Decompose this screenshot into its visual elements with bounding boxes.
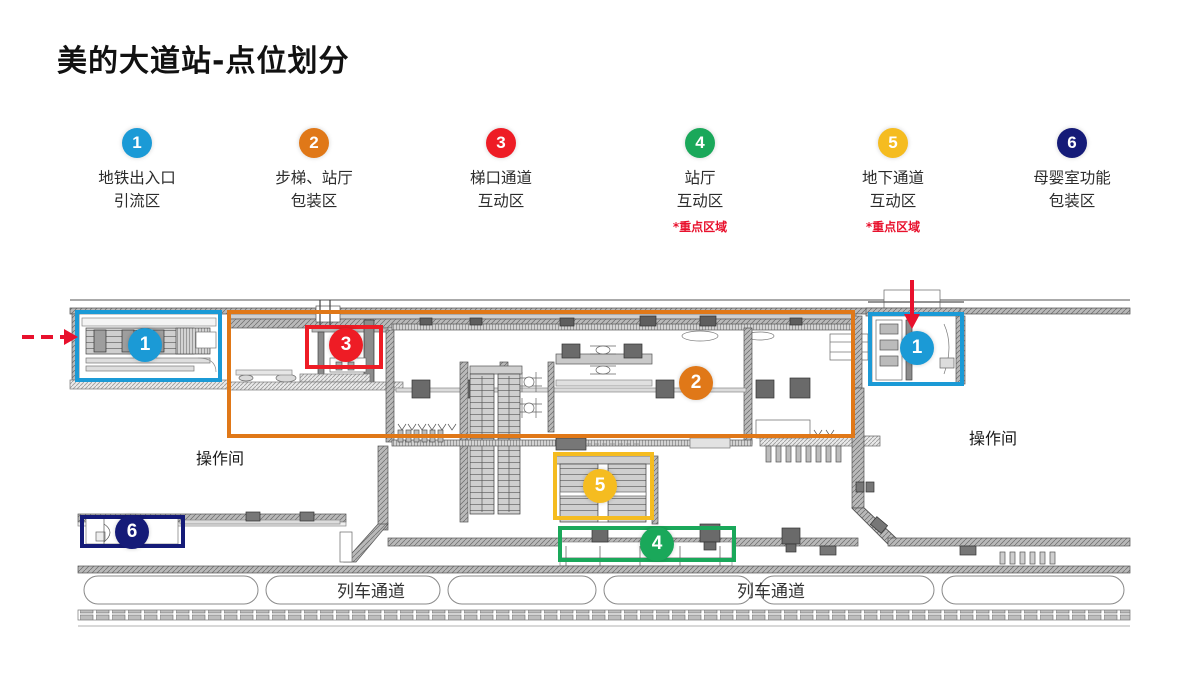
legend-label-4: 站厅 互动区 (676, 169, 724, 211)
legend-item-3: 3 梯口通道 互动区 (411, 128, 591, 218)
legend-label-6: 母婴室功能 包装区 (1033, 169, 1111, 211)
legend-badge-4: 4 (685, 128, 715, 158)
legend-item-2: 2 步梯、站厅 包装区 (224, 128, 404, 218)
region-box-stair-concourse[interactable] (227, 310, 855, 438)
legend: 1 地铁出入口 引流区 2 步梯、站厅 包装区 3 梯口通道 互动区 4 站厅 … (0, 128, 1200, 248)
legend-note-5: *重点区域 (865, 219, 921, 234)
region-box-underpass[interactable] (553, 452, 654, 520)
region-marker-1-left[interactable]: 1 (128, 328, 162, 362)
region-marker-6[interactable]: 6 (115, 515, 149, 549)
legend-item-4: 4 站厅 互动区 *重点区域 (610, 128, 790, 235)
legend-label-5: 地下通道 互动区 (861, 169, 924, 211)
station-floor-plan: 1 2 3 5 4 6 1 操作间 操作间 列车通道 列车通道 (0, 270, 1200, 630)
region-marker-4[interactable]: 4 (640, 527, 674, 561)
legend-badge-2: 2 (299, 128, 329, 158)
legend-badge-5: 5 (878, 128, 908, 158)
region-box-concourse[interactable] (558, 526, 736, 562)
label-operation-room-left: 操作间 (196, 449, 245, 468)
region-marker-2[interactable]: 2 (679, 366, 713, 400)
region-box-stair-passage[interactable] (305, 325, 383, 369)
red-arrow-down-icon (904, 280, 920, 329)
region-marker-5[interactable]: 5 (583, 469, 617, 503)
legend-label-3: 梯口通道 互动区 (469, 169, 532, 211)
page-title: 美的大道站-点位划分 (57, 44, 350, 79)
legend-item-1: 1 地铁出入口 引流区 (47, 128, 227, 218)
legend-item-6: 6 母婴室功能 包装区 (982, 128, 1162, 218)
legend-note-4: *重点区域 (672, 219, 728, 234)
label-train-corridor-right: 列车通道 (737, 582, 805, 602)
legend-badge-1: 1 (122, 128, 152, 158)
region-box-entrance-left[interactable] (75, 310, 222, 382)
label-operation-room-right: 操作间 (969, 429, 1018, 448)
red-dashed-arrow-right-icon (22, 329, 78, 345)
legend-badge-6: 6 (1057, 128, 1087, 158)
legend-item-5: 5 地下通道 互动区 *重点区域 (803, 128, 983, 235)
region-marker-3[interactable]: 3 (329, 328, 363, 362)
legend-label-2: 步梯、站厅 包装区 (275, 169, 353, 211)
region-marker-1-right[interactable]: 1 (900, 331, 934, 365)
legend-label-1: 地铁出入口 引流区 (98, 169, 176, 211)
label-train-corridor-left: 列车通道 (337, 582, 405, 602)
legend-badge-3: 3 (486, 128, 516, 158)
